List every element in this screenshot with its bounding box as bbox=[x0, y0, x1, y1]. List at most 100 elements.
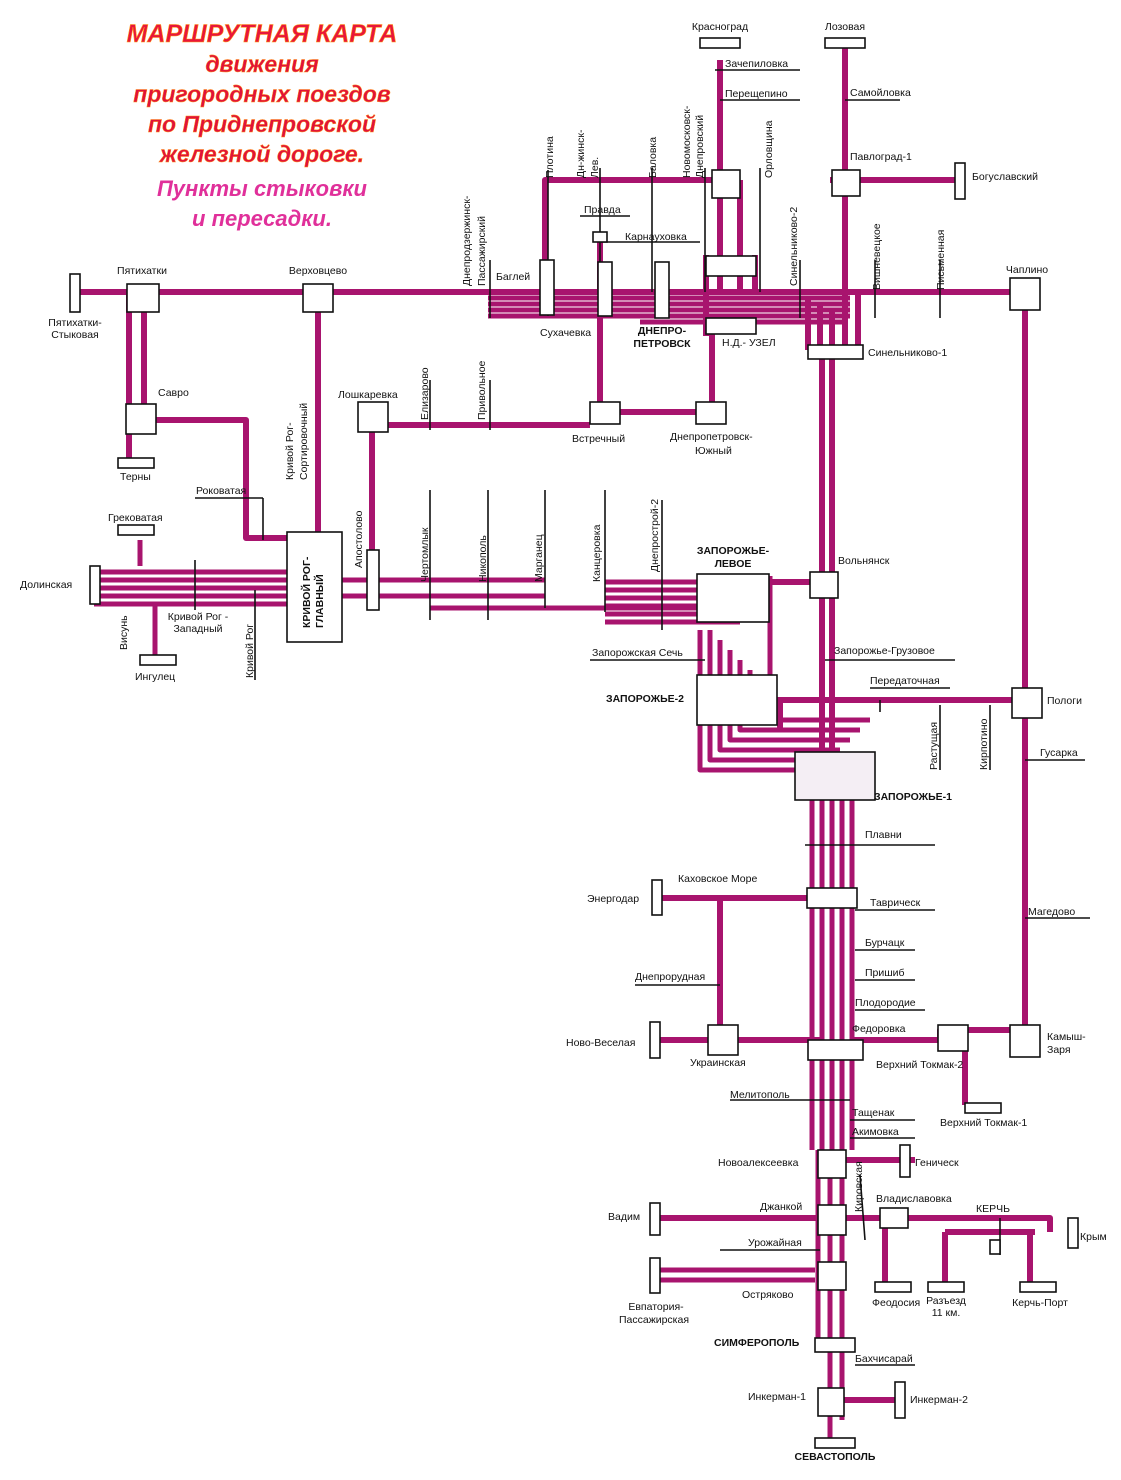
station-box bbox=[927, 1281, 965, 1293]
station-box bbox=[117, 524, 155, 536]
station-label-verkh-tokmak1: Верхний Токмак-1 bbox=[940, 1117, 1027, 1129]
station-box bbox=[286, 531, 343, 643]
station-label-novomoskovsk-2: Днепровский bbox=[694, 115, 706, 178]
title-line-5: железной дороге. bbox=[158, 141, 364, 167]
station-label-karnaukhovka: Карнауховка bbox=[625, 231, 687, 243]
map-title: МАРШРУТНАЯ КАРТА движения пригородных по… bbox=[126, 20, 397, 231]
station-box bbox=[705, 255, 757, 277]
station-label-ostryakovo: Остряково bbox=[742, 1289, 794, 1301]
station-label-genichesk: Геническ bbox=[915, 1157, 959, 1169]
station-label-boguslavsky: Богуславский bbox=[972, 171, 1038, 183]
station-box bbox=[937, 1024, 969, 1052]
station-label-zap-gruzovoe: Запорожье-Грузовое bbox=[834, 645, 935, 657]
station-label-pravda: Правда bbox=[584, 204, 621, 216]
station-box bbox=[879, 1207, 909, 1229]
station-box bbox=[794, 751, 876, 801]
station-label-zachepilovka: Зачепиловка bbox=[725, 58, 788, 70]
title-line-4: по Приднепровской bbox=[148, 111, 376, 137]
station-label-dolinskaya: Долинская bbox=[20, 579, 72, 591]
station-box bbox=[705, 317, 757, 335]
station-label-grekovataya: Грековатая bbox=[108, 512, 163, 524]
station-label-kirpotino: Кирпотино bbox=[978, 718, 990, 770]
station-label-burchatsk: Бурчацк bbox=[865, 937, 905, 949]
station-label-zap1: ЗАПОРОЖЬЕ-1 bbox=[874, 791, 952, 803]
station-label-marganets: Марганец bbox=[533, 534, 545, 582]
station-label-dnepropetrovsk-1: ДНЕПРО- bbox=[638, 325, 687, 337]
station-box bbox=[711, 169, 741, 199]
station-label-fedorovka: Федоровка bbox=[852, 1023, 906, 1035]
station-label-pyatikhatki-st-2: Стыковая bbox=[51, 329, 98, 341]
station-label-pyatikhatki: Пятихатки bbox=[117, 265, 167, 277]
station-box bbox=[696, 674, 778, 726]
station-label-dn-zhinsk-1: Дн-жинск- bbox=[575, 129, 587, 178]
station-label-urozhaynaya: Урожайная bbox=[748, 1237, 802, 1249]
station-label-kerch-port: Керчь-Порт bbox=[1012, 1297, 1068, 1309]
station-label-razezd-1: Разъезд bbox=[926, 1295, 966, 1307]
station-box bbox=[806, 887, 858, 909]
station-box bbox=[139, 654, 177, 666]
station-box bbox=[707, 1024, 739, 1056]
station-label-pavlograd1: Павлоград-1 bbox=[850, 151, 912, 163]
station-label-evpatoriya-1: Евпатория- bbox=[628, 1301, 684, 1313]
station-box bbox=[69, 273, 81, 313]
station-label-kr-glavny-2: ГЛАВНЫЙ bbox=[313, 574, 326, 628]
station-box bbox=[1009, 277, 1041, 311]
station-label-razezd-2: 11 км. bbox=[932, 1307, 961, 1319]
station-label-novomoskovsk-1: Новомосковск- bbox=[681, 105, 693, 178]
station-label-inkerman1: Инкерман-1 bbox=[748, 1391, 806, 1403]
station-box bbox=[874, 1281, 912, 1293]
station-box bbox=[817, 1204, 847, 1236]
track-segment bbox=[597, 316, 715, 415]
station-tick bbox=[859, 1174, 866, 1241]
station-box bbox=[964, 1102, 1002, 1114]
station-label-feodosiya: Феодосия bbox=[872, 1297, 920, 1309]
station-label-elizarovo: Елизарово bbox=[419, 367, 431, 420]
station-label-nd-uzel: Н.Д.- УЗЕЛ bbox=[722, 337, 776, 349]
station-box bbox=[699, 37, 741, 49]
station-label-novoalekseevka: Новоалексеевка bbox=[718, 1157, 799, 1169]
station-label-gusarka: Гусарка bbox=[1040, 747, 1078, 759]
station-box bbox=[649, 1257, 661, 1294]
station-label-kamysh-zarya-1: Камыш- bbox=[1047, 1031, 1086, 1043]
station-label-rastushchaya: Растущая bbox=[928, 722, 940, 770]
station-label-dzhankoy: Джанкой bbox=[760, 1201, 802, 1213]
station-box bbox=[1067, 1217, 1079, 1249]
track-segment bbox=[144, 417, 300, 541]
station-label-dneprorudnaya: Днепрорудная bbox=[635, 971, 705, 983]
station-box bbox=[817, 1387, 845, 1417]
station-label-inkerman2: Инкерман-2 bbox=[910, 1394, 968, 1406]
station-box bbox=[1011, 687, 1043, 719]
station-box bbox=[117, 457, 155, 469]
station-markers bbox=[194, 69, 1090, 1366]
station-box bbox=[357, 401, 389, 433]
station-label-sinelnikovo1: Синельниково-1 bbox=[868, 347, 947, 359]
station-label-apostolovo: Апостолово bbox=[353, 510, 365, 568]
title-line-6: Пункты стыковки bbox=[157, 176, 368, 201]
track-segment bbox=[707, 630, 830, 763]
station-box bbox=[809, 571, 839, 599]
station-box bbox=[592, 231, 608, 243]
station-label-pereshchepino: Перещепино bbox=[725, 88, 788, 100]
station-label-chaplino: Чаплино bbox=[1006, 264, 1048, 276]
station-label-terny: Терны bbox=[120, 471, 151, 483]
station-label-melitopol: Мелитополь bbox=[730, 1089, 790, 1101]
station-label-dnepropetrovsk-2: ПЕТРОВСК bbox=[633, 338, 691, 350]
station-label-orlovshchina: Орловщина bbox=[763, 120, 775, 178]
station-label-magedovo: Магедово bbox=[1028, 906, 1075, 918]
station-label-balovka: Баловка bbox=[647, 137, 659, 178]
title-line-7: и пересадки. bbox=[192, 206, 332, 231]
station-label-verkh-tokmak2: Верхний Токмак-2 bbox=[876, 1059, 963, 1071]
station-label-sevastopol: СЕВАСТОПОЛЬ bbox=[795, 1451, 876, 1463]
station-label-dneprodzerzhinsk-1: Днепродзержинск- bbox=[461, 195, 473, 286]
station-boxes bbox=[69, 37, 1079, 1449]
station-box bbox=[125, 403, 157, 435]
station-label-bagley: Баглей bbox=[496, 271, 530, 283]
station-label-sukhachevka: Сухачевка bbox=[540, 327, 591, 339]
station-label-kantserovka: Канцеровка bbox=[591, 524, 603, 582]
station-label-sinelnikovo2: Синельниково-2 bbox=[788, 207, 800, 286]
station-label-tavrichesk: Таврическ bbox=[870, 897, 921, 909]
station-box bbox=[817, 1149, 847, 1179]
station-label-plotina: Плотина bbox=[544, 136, 556, 178]
